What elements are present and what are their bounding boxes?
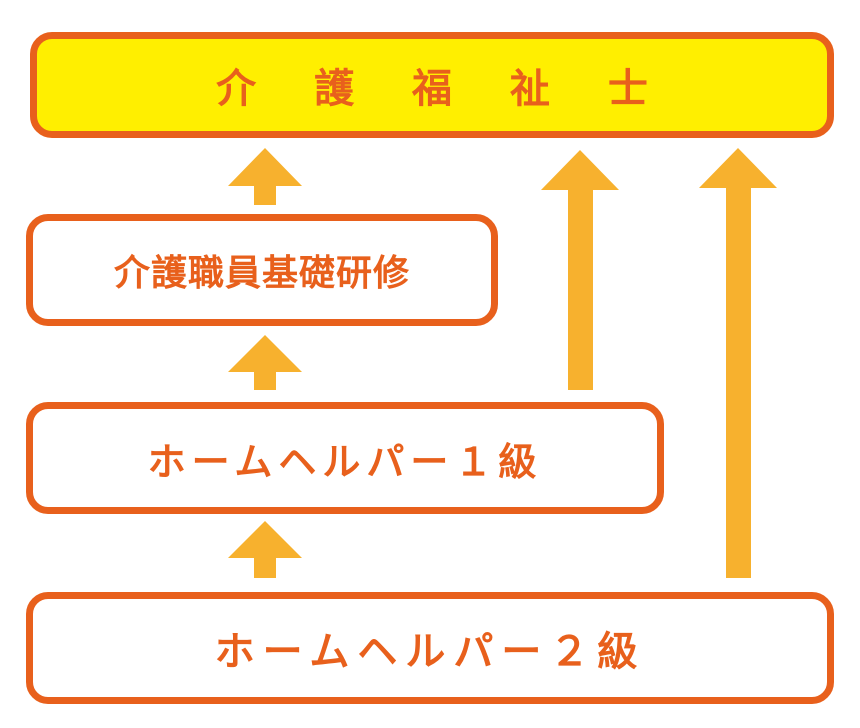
arrow-kiso-to-top: [228, 148, 302, 205]
arrow-hh1-to-top: [541, 150, 619, 390]
node-label: 介 護 福 祉 士: [216, 66, 670, 112]
node-kaigo-fukushishi: 介 護 福 祉 士: [30, 32, 834, 138]
node-label: ホームヘルパー１級: [147, 439, 543, 484]
node-kaigo-shokuin-kiso-kenshu: 介護職員基礎研修: [26, 214, 498, 326]
arrow-hh1-to-kiso: [228, 335, 302, 390]
node-label: 介護職員基礎研修: [113, 253, 410, 294]
node-home-helper-1: ホームヘルパー１級: [26, 402, 664, 514]
node-home-helper-2: ホームヘルパー２級: [26, 592, 834, 704]
arrow-hh2-to-top: [699, 148, 777, 578]
arrow-hh2-to-hh1: [228, 521, 302, 578]
node-label: ホームヘルパー２級: [214, 629, 646, 675]
